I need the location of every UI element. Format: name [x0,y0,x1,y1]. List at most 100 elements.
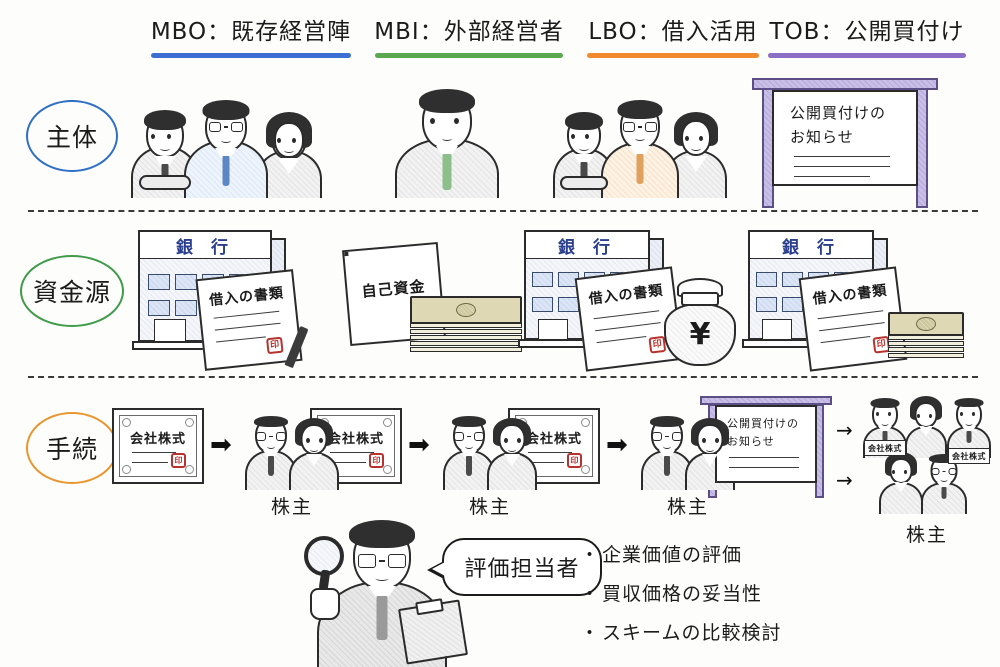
bank-label: 銀 行 [176,237,234,258]
glasses-icon [931,468,957,475]
mbi-funding-group: 自己資金 [341,237,528,364]
bank-window [175,300,197,316]
bank-window [532,272,553,287]
cash-stack [410,296,522,358]
evaluator-bubble-text: 評価担当者 [464,557,580,582]
certificate-rule [528,462,564,463]
glasses-icon [256,432,286,441]
evaluator-figure [298,512,468,667]
bank-window [148,274,170,290]
cash-stack [888,312,964,366]
shareholder-male [442,412,496,490]
glasses-icon [209,122,243,132]
stock-certificate-mbo: 会社株式 印 [112,408,204,484]
tob-notice-line2: お知らせ [790,128,854,146]
glasses-icon [623,122,657,132]
money-bag-body: ¥ [664,302,736,366]
column-header-mbo: MBO：既存経営陣 [112,12,390,58]
person-center [600,92,680,198]
mbo-funding-group: 銀 行 借入の書類 印 [132,230,328,371]
bank-sign: 銀 行 [524,230,650,260]
shareholder-male [640,412,694,490]
mbo-shareholders [244,412,340,490]
certificate-rule [528,452,572,453]
lbo-people-group [552,88,728,198]
bank-window [175,274,197,290]
certificate-title: 会社株式 [327,432,384,447]
certificate-corner [185,465,194,474]
banknote-layer [888,341,964,346]
column-header-mbi-underline [375,53,563,58]
banknote-top [410,296,522,324]
column-header-mbi: MBI：外部経営者 [330,12,608,58]
signboard-rule [729,467,799,468]
row-label-procedure: 手続 [26,412,118,484]
lbo-funding-group: 銀 行 借入の書類 印 ¥ [518,230,736,372]
certificate-inner-border [119,415,197,477]
column-header-mbi-label: MBI：外部経営者 [374,19,564,45]
shareholder-male [244,412,298,490]
bank-label: 銀 行 [782,237,840,258]
tob-signboard: 公開買付けの お知らせ [752,78,938,208]
column-header-tob-underline [768,53,966,58]
banknote-layer [410,335,522,340]
doc-rule [596,336,647,344]
bank-window [148,300,170,316]
bank-window [756,272,777,287]
bullet-item: 買収価格の妥当性 [580,579,781,606]
certificate-corner [122,465,131,474]
column-header-lbo-underline [587,53,759,58]
signboard-panel: 公開買付けの お知らせ [772,90,918,186]
shareholder-caption-mbi: 株主 [468,496,511,518]
person-center [183,92,269,198]
row-label-subject-text: 主体 [45,123,98,152]
doc-rule [213,310,280,319]
signboard-rule [794,156,890,157]
mbo-people-group [128,88,328,198]
signboard-top-beam [752,78,938,90]
signboard-rule [794,166,890,167]
bank-window [532,297,553,312]
certificate-rule [330,462,366,463]
shareholder-female [904,396,948,458]
row-label-procedure-text: 手続 [45,435,98,464]
doc-rule [595,322,661,332]
signboard-top-beam [700,396,832,405]
red-seal-stamp: 印 [171,453,186,468]
banknote-top [888,312,964,336]
shareholder-caption-tob: 株主 [905,524,948,546]
badge-stock-certificate: 会社株式 [864,440,906,456]
banknote-layer [410,347,522,352]
loan-document-title: 借入の書類 [811,282,889,308]
certificate-rule [132,452,176,453]
signboard-rule [729,457,799,458]
banknote-layer [888,335,964,340]
glasses-icon [652,432,682,441]
arrow-tob-to-shareholders-bottom: → [836,468,853,492]
banknote-layer [888,347,964,352]
glasses-icon [358,554,406,568]
tob-notice-line2: お知らせ [727,435,775,448]
column-header-lbo: LBO：借入活用 [548,12,798,58]
badge-stock-certificate: 会社株式 [948,448,990,464]
bank-door [762,319,792,339]
arrow-tob-to-shareholders-top: → [836,418,853,442]
shareholder-female [878,452,924,514]
doc-rule [214,322,281,331]
certificate-corner [581,465,590,474]
red-seal-stamp: 印 [567,453,582,468]
money-bag-tie [681,292,719,307]
banknote-layer [410,341,522,346]
certificate-title: 会社株式 [525,432,582,447]
arrow-lbo-to-shareholders: ➡ [606,430,628,460]
glasses-icon [454,432,484,441]
bullet-item: スキームの比較検討 [580,618,781,645]
magnifying-glass-icon [304,536,344,576]
certificate-title: 会社株式 [129,432,186,447]
mbi-shareholders [442,412,538,490]
bank-label: 銀 行 [558,237,616,258]
certificate-corner [383,418,392,427]
column-header-lbo-label: LBO：借入活用 [588,19,758,45]
tie-gray [376,596,388,640]
red-seal-stamp: 印 [369,453,384,468]
